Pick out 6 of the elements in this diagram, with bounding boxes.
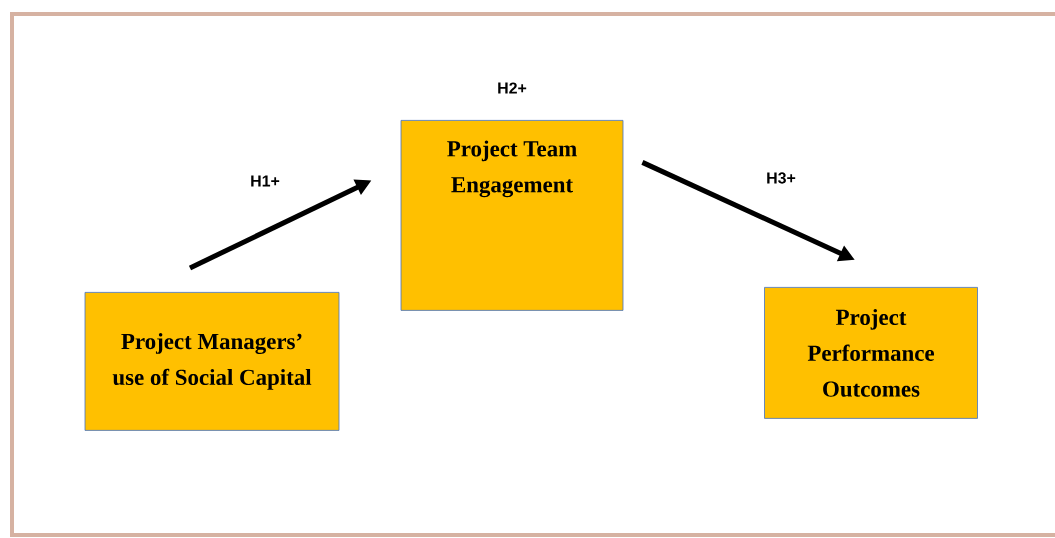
concept-box: Project Team Engagement (400, 120, 624, 311)
edge-label: H1+ (251, 175, 280, 187)
concept-box: Project Performance Outcomes (764, 287, 978, 419)
hypothesis-label: H2+ (498, 82, 527, 94)
edge-label: H3+ (767, 172, 796, 184)
concept-box: Project Managers’ use of Social Capital (84, 292, 340, 431)
